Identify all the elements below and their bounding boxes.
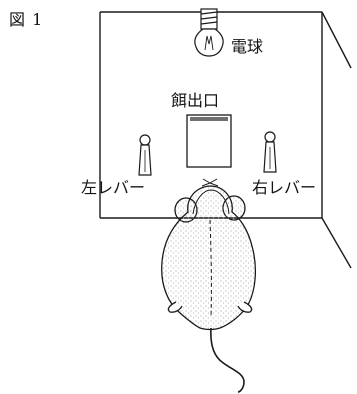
feeder-icon bbox=[186, 114, 232, 168]
feeder-label: 餌出口 bbox=[171, 91, 220, 110]
lever-icon bbox=[263, 131, 277, 173]
right-lever-label: 右レバー bbox=[252, 178, 317, 197]
rat-icon bbox=[161, 178, 256, 393]
chamber-walls bbox=[99, 11, 352, 269]
lever-icon bbox=[138, 134, 152, 176]
figure-label: 図 1 bbox=[9, 10, 44, 29]
bulb-label: 電球 bbox=[231, 37, 264, 56]
left-lever-label: 左レバー bbox=[81, 178, 146, 197]
light-bulb-icon bbox=[194, 8, 224, 57]
